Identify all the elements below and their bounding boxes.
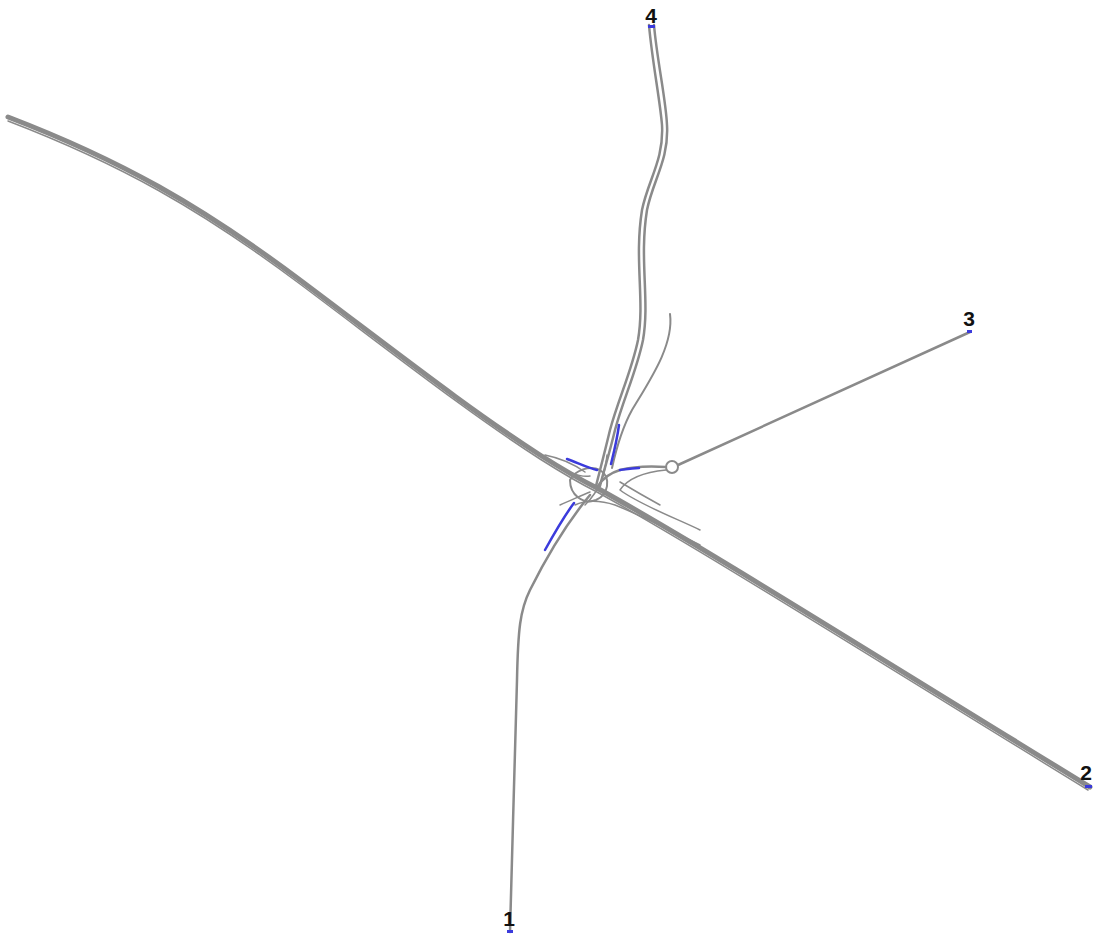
highway	[8, 117, 1090, 787]
ramp	[585, 455, 607, 505]
callout-number: 1	[503, 908, 515, 929]
highlight-link	[545, 503, 574, 550]
highway-lane	[8, 121, 1088, 790]
callout-number: 2	[1080, 762, 1092, 783]
road-east	[678, 332, 970, 465]
endpoint-marker	[1085, 785, 1092, 788]
interchange-loop	[570, 468, 607, 501]
roundabout	[666, 461, 678, 473]
endpoint-markers	[507, 25, 1092, 933]
highlight-link	[611, 425, 619, 464]
callout-number: 3	[963, 308, 975, 329]
branch-road	[612, 314, 670, 468]
road-north	[600, 25, 667, 486]
ramp	[620, 482, 660, 505]
highlight-link	[620, 468, 639, 470]
ramp	[575, 501, 700, 545]
endpoint-marker	[507, 930, 513, 933]
endpoint-marker	[967, 330, 972, 333]
ramp	[620, 470, 700, 530]
highlight-link	[567, 459, 597, 470]
callout-number: 4	[645, 5, 657, 26]
road-south	[510, 495, 590, 932]
